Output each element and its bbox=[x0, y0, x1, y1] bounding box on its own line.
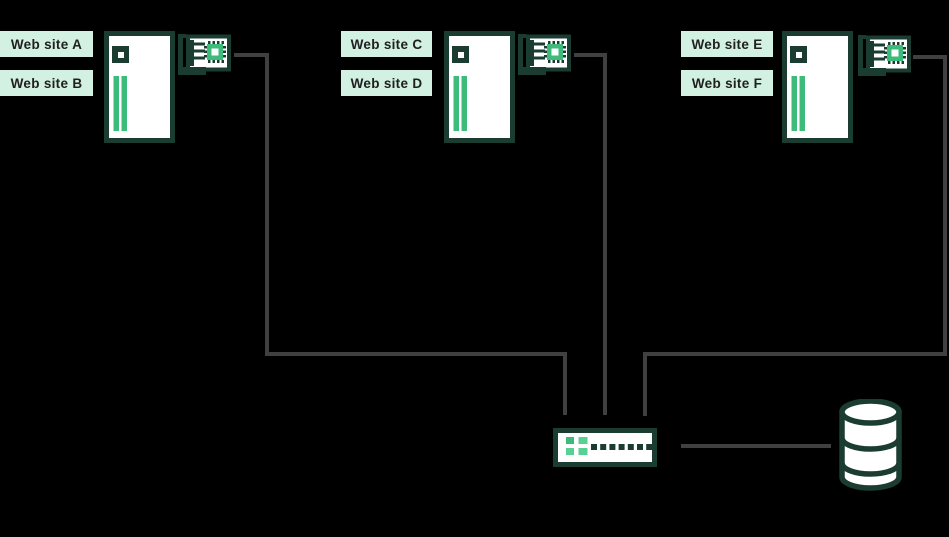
web-site-label: Web site E bbox=[681, 31, 773, 57]
web-site-label: Web site C bbox=[341, 31, 432, 57]
network-card-icon bbox=[178, 33, 232, 75]
web-site-label: Web site D bbox=[341, 70, 432, 96]
connector-line bbox=[645, 352, 947, 356]
network-card-icon bbox=[518, 33, 572, 75]
server-tower-icon bbox=[782, 31, 853, 143]
connector-line bbox=[563, 352, 567, 415]
connector-line bbox=[681, 444, 831, 448]
connector-line bbox=[913, 55, 945, 59]
connector-line bbox=[574, 53, 607, 57]
web-site-label: Web site F bbox=[681, 70, 773, 96]
connector-line bbox=[943, 55, 947, 356]
database-icon bbox=[836, 399, 905, 491]
network-switch-icon bbox=[553, 428, 657, 467]
web-site-label: Web site A bbox=[0, 31, 93, 57]
connector-line bbox=[265, 352, 567, 356]
web-site-label: Web site B bbox=[0, 70, 93, 96]
server-tower-icon bbox=[104, 31, 175, 143]
connector-line bbox=[234, 53, 269, 57]
connector-line bbox=[265, 53, 269, 356]
network-card-icon bbox=[858, 34, 912, 76]
server-tower-icon bbox=[444, 31, 515, 143]
connector-line bbox=[603, 53, 607, 415]
connector-line bbox=[643, 352, 647, 416]
